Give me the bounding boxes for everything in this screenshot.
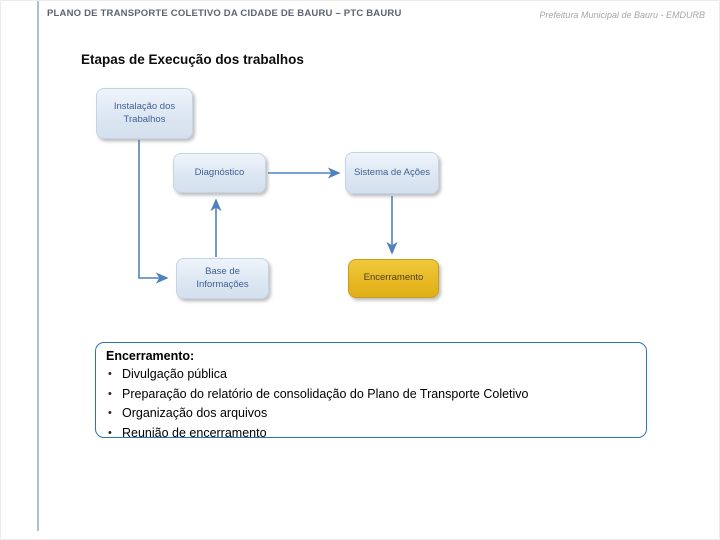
flowchart-node-encerramento: Encerramento (348, 259, 439, 298)
flowchart-node-diagnostico: Diagnóstico (173, 153, 266, 193)
list-item: • Preparação do relatório de consolidaçã… (106, 385, 636, 405)
vertical-accent-line (37, 1, 39, 531)
flowchart-node-base-informacoes: Base de Informações (176, 258, 269, 299)
closing-bullet-text: Divulgação pública (122, 367, 227, 381)
flowchart-node-instalacao: Instalação dos Trabalhos (96, 88, 193, 139)
closing-bullet-text: Reunião de encerramento (122, 425, 267, 440)
closing-heading: Encerramento: (106, 349, 195, 363)
closing-bullet-text: Organização dos arquivos (122, 406, 268, 420)
flowchart-node-sistema-acoes: Sistema de Ações (345, 152, 439, 194)
header-title: PLANO DE TRANSPORTE COLETIVO DA CIDADE D… (47, 8, 402, 19)
bullet-icon: • (108, 368, 112, 380)
arrow-instalacao-to-base (138, 140, 169, 284)
bullet-icon: • (108, 426, 112, 439)
closing-bullet-text: Preparação do relatório de consolidação … (122, 386, 529, 401)
bullet-icon: • (108, 407, 112, 419)
list-item: • Organização dos arquivos (106, 404, 636, 424)
bullet-icon: • (108, 387, 112, 400)
list-item: • Reunião de encerramento (106, 424, 636, 444)
header-organization: Prefeitura Municipal de Bauru - EMDURB (539, 10, 705, 20)
closing-details-box: Encerramento: • Divulgação pública • Pre… (95, 342, 647, 440)
page-title: Etapas de Execução dos trabalhos (81, 52, 304, 67)
list-item: • Divulgação pública (106, 365, 636, 385)
closing-bullet-list: • Divulgação pública • Preparação do rel… (106, 365, 636, 443)
